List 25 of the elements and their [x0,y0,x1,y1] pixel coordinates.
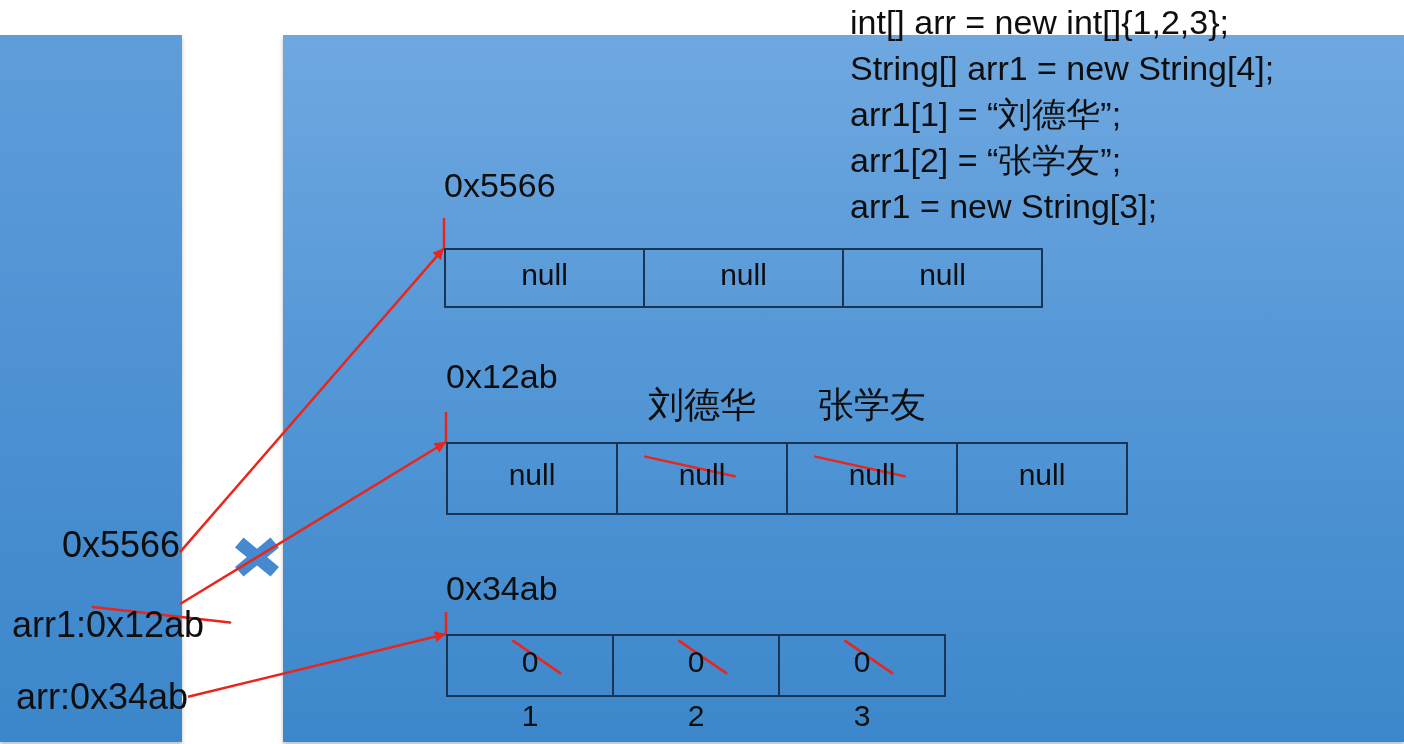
array-cell: 0 [612,634,780,697]
address-label: 0x34ab [446,569,558,609]
value-label: 张学友 [818,384,926,426]
arrow [179,440,447,606]
value-label: 刘德华 [648,384,756,426]
arrow [179,247,445,553]
array-cell: null [643,248,844,308]
array-cell: null [444,248,645,308]
index-label: 3 [853,699,871,734]
address-label: 0x5566 [444,166,556,206]
array-cell: null [842,248,1043,308]
arrow [187,631,447,698]
array-cell: 0 [446,634,614,697]
code-line: int[] arr = new int[]{1,2,3}; [850,3,1229,43]
array-cell: null [446,442,618,515]
index-label: 1 [521,699,539,734]
array-cell: null [956,442,1128,515]
code-line: arr1[1] = “刘德华”; [850,95,1122,135]
address-label: 0x5566 [61,524,180,566]
array-cell: 0 [778,634,946,697]
code-line: arr1[2] = “张学友”; [850,141,1122,181]
code-line: String[] arr1 = new String[4]; [850,49,1275,89]
address-label: 0x12ab [446,357,558,397]
index-label: 2 [687,699,705,734]
code-line: arr1 = new String[3]; [850,187,1158,227]
